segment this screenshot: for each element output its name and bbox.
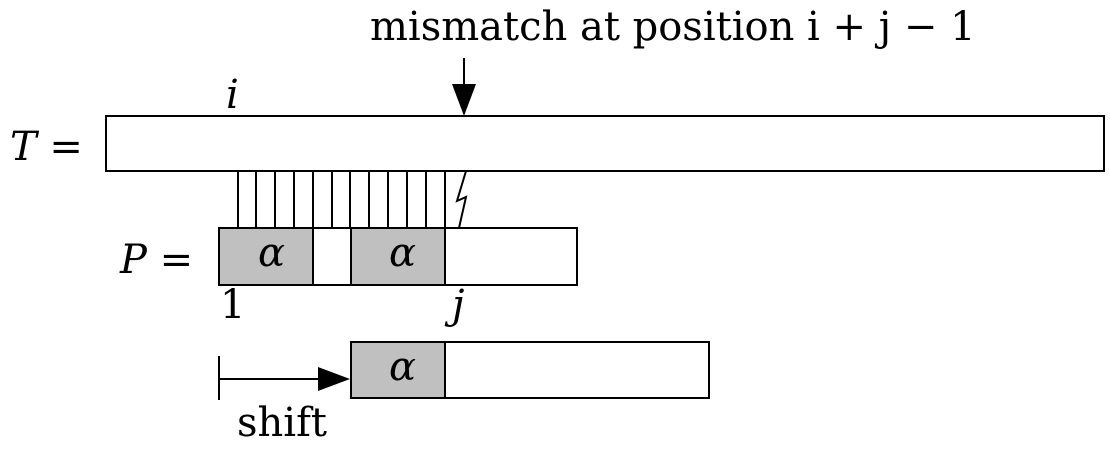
pattern-label: P = xyxy=(119,237,193,283)
i-label: i xyxy=(226,72,239,118)
mismatch-arrow-head xyxy=(452,84,476,116)
pattern-alpha-suffix xyxy=(350,227,446,286)
alpha-label-prefix: α xyxy=(258,230,285,276)
one-label: 1 xyxy=(220,282,245,328)
text-label: T = xyxy=(10,124,83,170)
shift-arrow-head xyxy=(318,367,350,391)
j-label: j xyxy=(444,282,464,328)
mismatch-zigzag xyxy=(455,170,468,229)
shift-label: shift xyxy=(237,400,327,446)
match-lines xyxy=(237,171,446,228)
mismatch-annotation: mismatch at position i + j − 1 xyxy=(370,4,976,50)
shifted-alpha-block xyxy=(350,341,446,399)
alpha-label-suffix: α xyxy=(389,230,416,276)
text-string-bar xyxy=(105,115,1105,172)
alpha-label-shifted: α xyxy=(389,344,416,390)
pattern-alpha-prefix xyxy=(218,227,314,286)
